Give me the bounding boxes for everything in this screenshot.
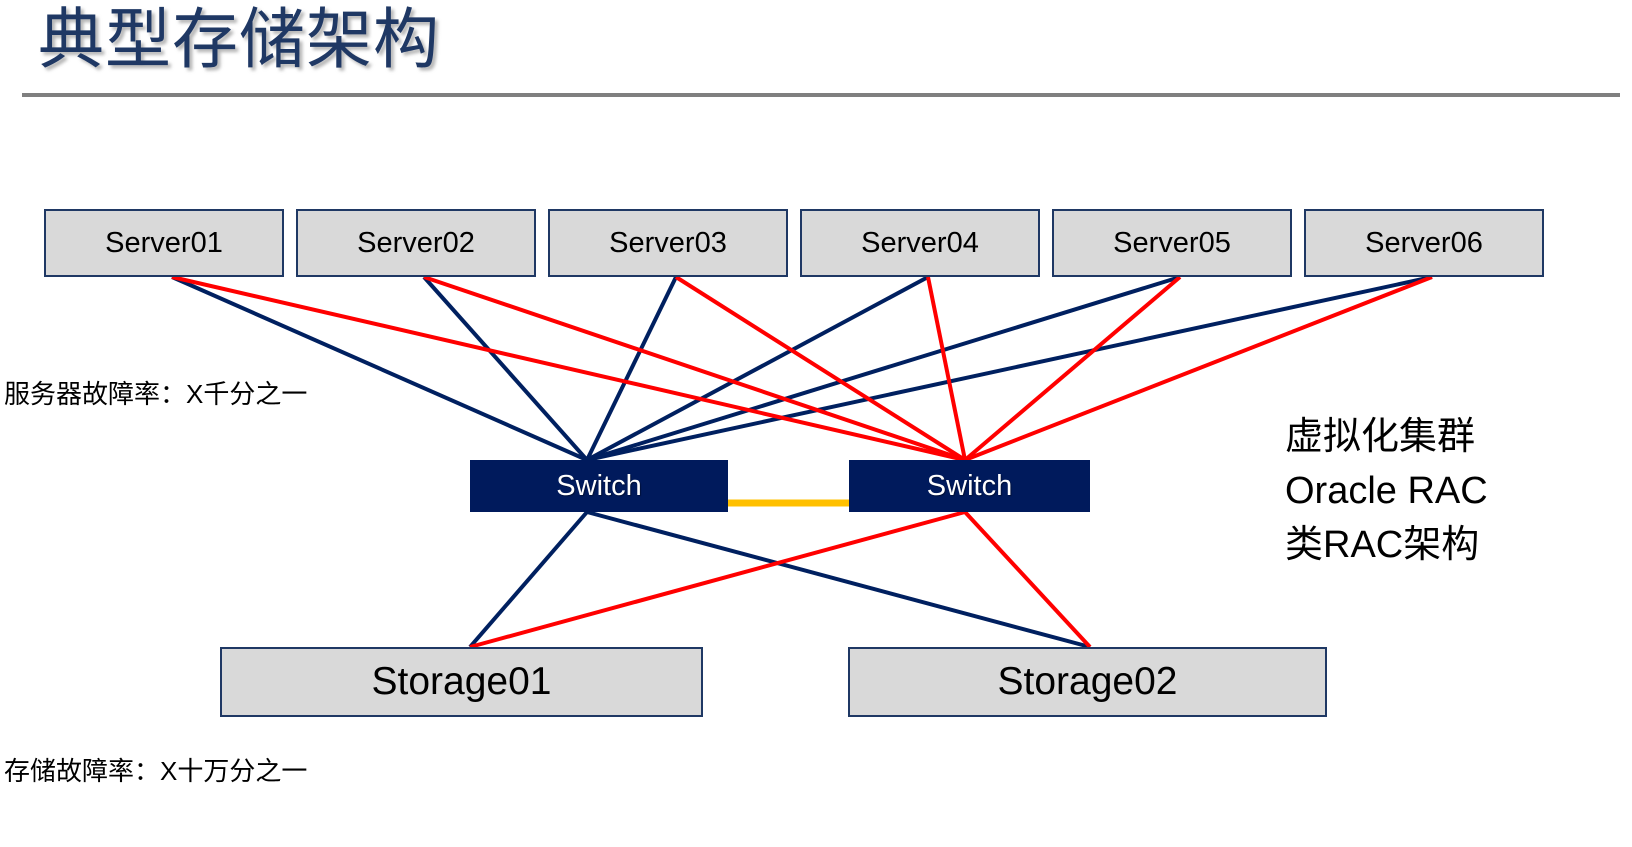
node-label: Switch bbox=[926, 469, 1013, 502]
link-switch-storage-1 bbox=[468, 510, 589, 649]
cluster-note-line-1: 虚拟化集群 bbox=[1285, 416, 1476, 458]
storage-failure-rate-label: 存储故障率：X十万分之一 bbox=[4, 756, 308, 786]
node-label: Storage02 bbox=[997, 660, 1178, 703]
links-to-switch-left bbox=[171, 275, 1433, 462]
server-failure-rate-label: 服务器故障率：X千分之一 bbox=[4, 379, 308, 409]
node-storage02[interactable]: Storage02 bbox=[848, 647, 1327, 717]
link-switch-storage-3 bbox=[469, 510, 966, 649]
node-server02[interactable]: Server02 bbox=[296, 209, 536, 277]
node-server04[interactable]: Server04 bbox=[800, 209, 1040, 277]
node-label: Server04 bbox=[861, 226, 979, 259]
link-server-switchleft-1 bbox=[171, 275, 588, 462]
links-to-switch-right bbox=[171, 275, 1433, 462]
node-label: Server05 bbox=[1113, 226, 1231, 259]
title-divider bbox=[22, 93, 1620, 97]
link-server-switchright-1 bbox=[171, 275, 966, 462]
link-server-switchright-4 bbox=[926, 276, 967, 461]
node-switch-right[interactable]: Switch bbox=[849, 460, 1090, 512]
node-label: Server06 bbox=[1365, 226, 1483, 259]
link-switch-storage-4 bbox=[963, 510, 1092, 649]
cluster-note: 虚拟化集群 Oracle RAC 类RAC架构 bbox=[1285, 411, 1488, 573]
link-server-switchleft-2 bbox=[422, 275, 589, 462]
link-server-switchright-2 bbox=[423, 275, 966, 462]
link-server-switchleft-5 bbox=[586, 275, 1181, 462]
node-label: Server03 bbox=[609, 226, 727, 259]
node-label: Switch bbox=[556, 469, 642, 502]
node-switch-left[interactable]: Switch bbox=[470, 460, 728, 512]
cluster-note-line-3: 类RAC架构 bbox=[1285, 523, 1480, 566]
node-storage01[interactable]: Storage01 bbox=[220, 647, 703, 717]
page-title: 典型存储架构 bbox=[38, 2, 440, 76]
link-server-switchleft-3 bbox=[585, 276, 678, 461]
link-switch-storage-2 bbox=[586, 510, 1091, 649]
link-server-switchright-5 bbox=[963, 275, 1182, 462]
link-server-switchright-3 bbox=[674, 275, 967, 462]
node-server01[interactable]: Server01 bbox=[44, 209, 284, 277]
node-label: Server02 bbox=[357, 226, 475, 259]
node-label: Storage01 bbox=[371, 660, 552, 703]
node-server06[interactable]: Server06 bbox=[1304, 209, 1544, 277]
cluster-note-line-2: Oracle RAC bbox=[1285, 469, 1488, 512]
node-server03[interactable]: Server03 bbox=[548, 209, 788, 277]
node-label: Server01 bbox=[105, 226, 223, 259]
node-server05[interactable]: Server05 bbox=[1052, 209, 1292, 277]
links-switch-to-storage bbox=[468, 510, 1092, 649]
link-server-switchleft-4 bbox=[586, 275, 929, 462]
